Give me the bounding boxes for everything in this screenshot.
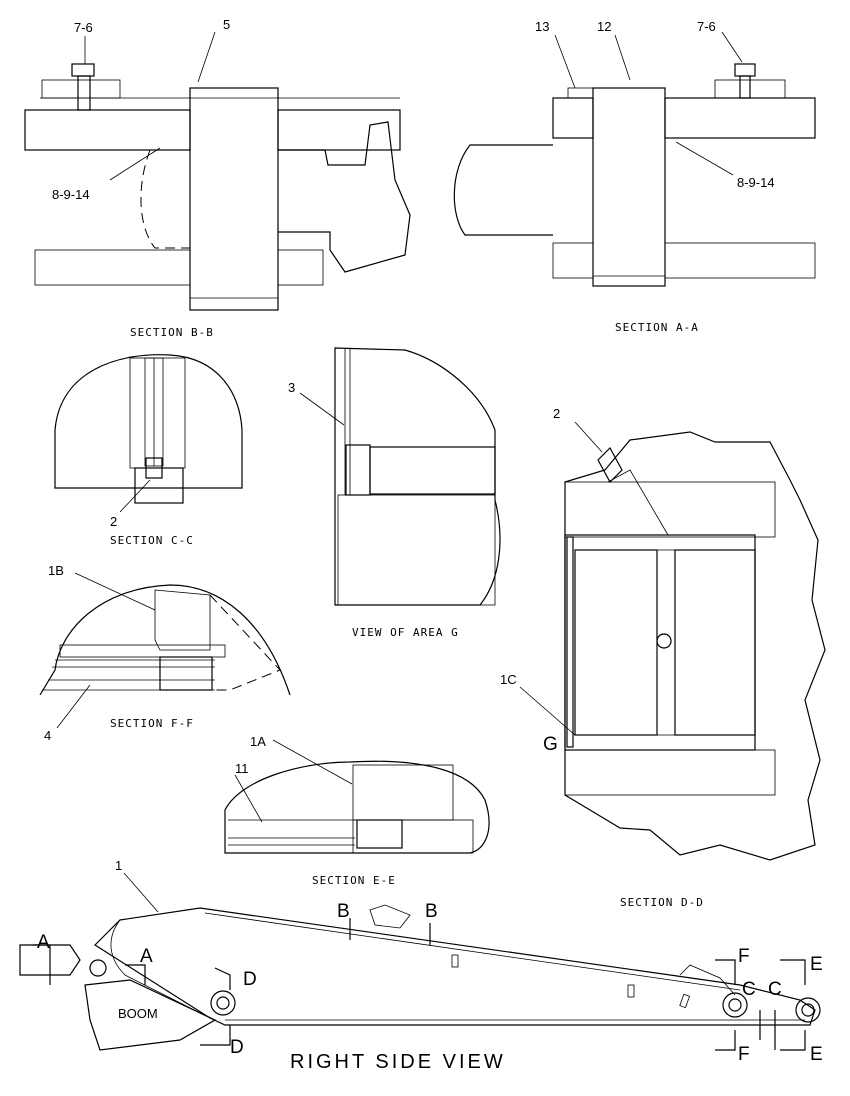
callout-8-9-14-bb: 8-9-14 [52, 187, 90, 202]
callout-7-6-aa: 7-6 [697, 19, 716, 34]
area-g-drawing [299, 347, 501, 606]
callout-4: 4 [44, 728, 51, 743]
callout-3: 3 [288, 380, 295, 395]
section-marker-b-right: B [425, 901, 438, 922]
section-marker-b-left: B [337, 901, 350, 922]
section-marker-f-top: F [738, 946, 750, 967]
section-marker-f-bottom: F [738, 1044, 750, 1065]
section-aa-drawing [453, 31, 816, 287]
caption-right-side-view: RIGHT SIDE VIEW [290, 1051, 506, 1073]
callout-8-9-14-aa: 8-9-14 [737, 175, 775, 190]
callout-5: 5 [223, 17, 230, 32]
section-marker-a-left: A [37, 932, 50, 953]
section-marker-d-bottom: D [230, 1037, 244, 1058]
caption-section-cc: SECTION C-C [110, 534, 194, 547]
section-ff-drawing [39, 572, 291, 729]
caption-section-ee: SECTION E-E [312, 874, 396, 887]
section-marker-c-left: C [742, 979, 756, 1000]
section-marker-d-top: D [243, 969, 257, 990]
section-marker-e-bottom: E [810, 1044, 823, 1065]
callout-1c: 1C [500, 672, 517, 687]
callout-2-cc: 2 [110, 514, 117, 529]
section-bb-drawing [24, 31, 411, 311]
callout-1a: 1A [250, 734, 266, 749]
section-dd-drawing [519, 421, 826, 861]
caption-view-area-g: VIEW OF AREA G [352, 626, 459, 639]
callout-7-6-bb: 7-6 [74, 20, 93, 35]
callout-11: 11 [235, 761, 249, 776]
callout-13: 13 [535, 19, 549, 34]
section-marker-c-right: C [768, 979, 782, 1000]
caption-section-ff: SECTION F-F [110, 717, 194, 730]
caption-section-bb: SECTION B-B [130, 326, 214, 339]
callout-1: 1 [115, 858, 122, 873]
section-ee-drawing [224, 739, 490, 854]
section-marker-a-right: A [140, 946, 153, 967]
callout-1b: 1B [48, 563, 64, 578]
section-cc-drawing [54, 354, 243, 513]
caption-section-dd: SECTION D-D [620, 896, 704, 909]
section-marker-e-top: E [810, 954, 823, 975]
callout-12: 12 [597, 19, 611, 34]
callout-2-dd: 2 [553, 406, 560, 421]
caption-section-aa: SECTION A-A [615, 321, 699, 334]
boom-label: BOOM [118, 1006, 158, 1021]
right-side-view-drawing [19, 872, 821, 1051]
callout-g: G [543, 734, 558, 755]
